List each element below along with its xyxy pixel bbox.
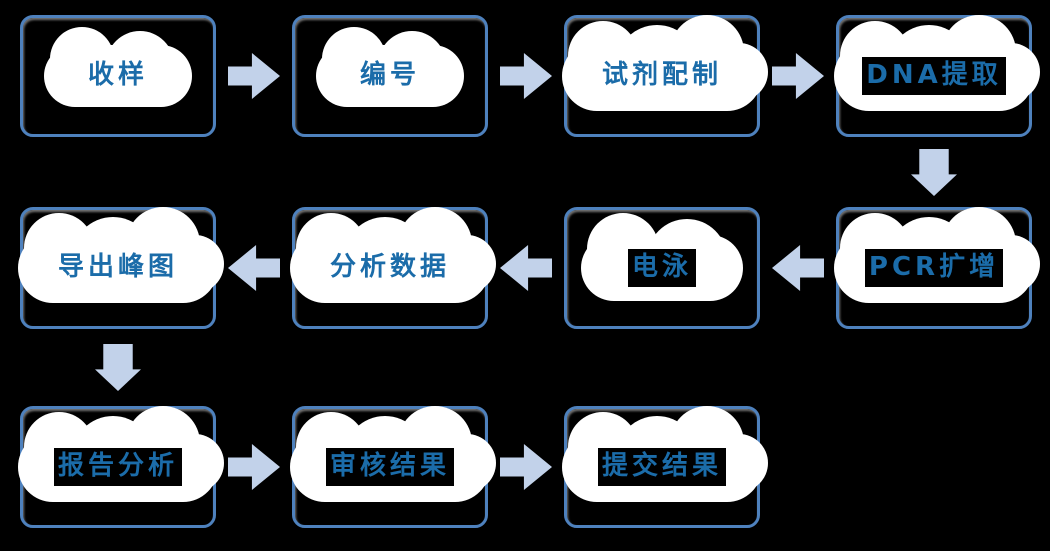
flow-node-data-analysis: 分析数据 bbox=[290, 207, 490, 329]
flow-node-numbering: 编号 bbox=[292, 15, 488, 137]
right-arrow-icon bbox=[228, 444, 280, 490]
right-arrow-icon bbox=[500, 53, 552, 99]
flow-node-review-results: 审核结果 bbox=[290, 406, 490, 528]
cloud-halo bbox=[290, 213, 490, 303]
left-arrow-icon bbox=[500, 245, 552, 291]
left-arrow-icon bbox=[772, 245, 824, 291]
node-label: 编号 bbox=[359, 60, 420, 91]
cloud-halo bbox=[316, 27, 464, 107]
down-arrow-icon bbox=[95, 344, 141, 391]
cloud-halo bbox=[581, 213, 743, 301]
node-label: 审核结果 bbox=[325, 448, 454, 486]
flow-node-collect-sample: 收样 bbox=[20, 15, 216, 137]
node-label: 导出峰图 bbox=[57, 252, 178, 283]
right-arrow-icon bbox=[228, 53, 280, 99]
down-arrow-icon bbox=[911, 149, 957, 196]
flow-node-export-peak-chart: 导出峰图 bbox=[18, 207, 218, 329]
node-label: 报告分析 bbox=[53, 448, 182, 486]
flow-node-electrophoresis: 电泳 bbox=[564, 207, 760, 329]
node-label: 分析数据 bbox=[329, 252, 450, 283]
cloud-halo bbox=[44, 27, 192, 107]
flow-node-submit-results: 提交结果 bbox=[562, 406, 762, 528]
left-arrow-icon bbox=[228, 245, 280, 291]
flow-node-dna-extraction: DNA提取 bbox=[834, 15, 1034, 137]
right-arrow-icon bbox=[500, 444, 552, 490]
flow-node-reagent-prep: 试剂配制 bbox=[562, 15, 762, 137]
node-label: 试剂配制 bbox=[601, 60, 722, 91]
node-label: 收样 bbox=[87, 60, 148, 91]
right-arrow-icon bbox=[772, 53, 824, 99]
node-label: 提交结果 bbox=[597, 448, 726, 486]
cloud-halo bbox=[18, 213, 218, 303]
flow-node-report-analysis: 报告分析 bbox=[18, 406, 218, 528]
cloud-halo bbox=[562, 21, 762, 111]
node-label: 电泳 bbox=[627, 249, 696, 287]
node-label: PCR扩增 bbox=[864, 249, 1004, 287]
node-label: DNA提取 bbox=[862, 57, 1006, 95]
flow-node-pcr-amplification: PCR扩增 bbox=[834, 207, 1034, 329]
